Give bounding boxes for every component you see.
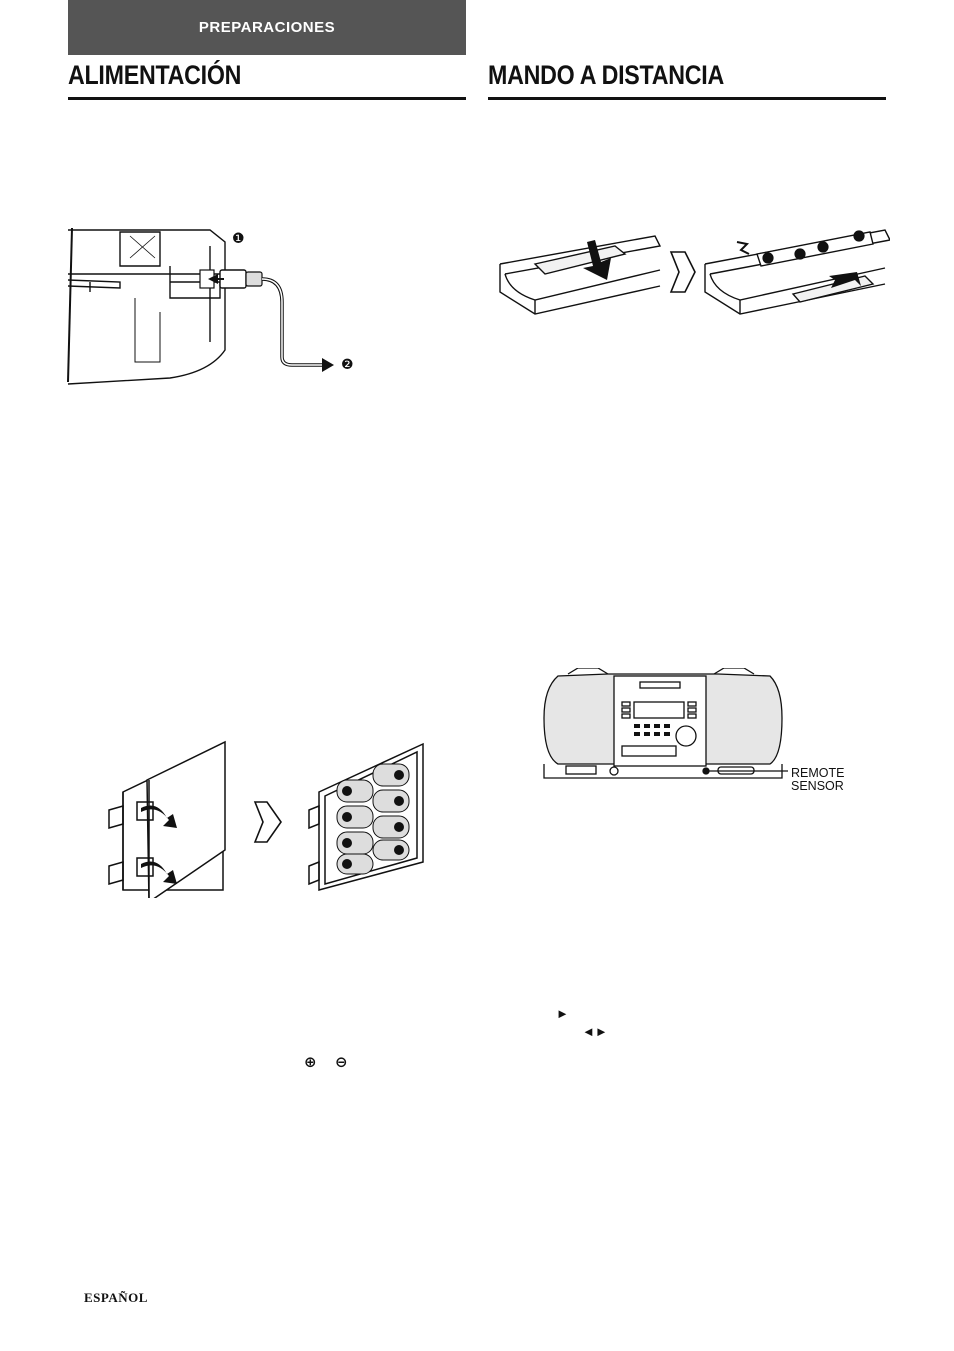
section-tab-label: PREPARACIONES bbox=[198, 19, 336, 36]
left-heading-rule bbox=[68, 97, 466, 100]
footer-language: ESPAÑOL bbox=[84, 1290, 148, 1305]
alimentacion-heading: ALIMENTACIÓN bbox=[68, 60, 242, 90]
remote-sensor-label-line-1: REMOTE bbox=[791, 766, 845, 780]
play-symbol: ► bbox=[556, 1006, 569, 1021]
remote-battery-illustration bbox=[499, 229, 890, 315]
remote-sensor-label: REMOTE SENSOR bbox=[791, 767, 844, 793]
minus-symbol: ⊖ bbox=[335, 1054, 348, 1071]
boombox-front-illustration bbox=[543, 668, 788, 779]
power-cord-illustration bbox=[67, 227, 334, 385]
right-heading-rule bbox=[488, 97, 886, 100]
section-tab: PREPARACIONES bbox=[68, 0, 466, 55]
skip-symbols: ◄► bbox=[582, 1024, 608, 1039]
battery-compartment-illustration bbox=[108, 740, 424, 898]
callout-1: ❶ bbox=[232, 230, 245, 246]
remote-sensor-label-line-2: SENSOR bbox=[791, 779, 844, 793]
mando-heading: MANDO A DISTANCIA bbox=[488, 60, 724, 90]
plus-symbol: ⊕ bbox=[304, 1054, 317, 1071]
callout-2: ❷ bbox=[341, 356, 354, 372]
